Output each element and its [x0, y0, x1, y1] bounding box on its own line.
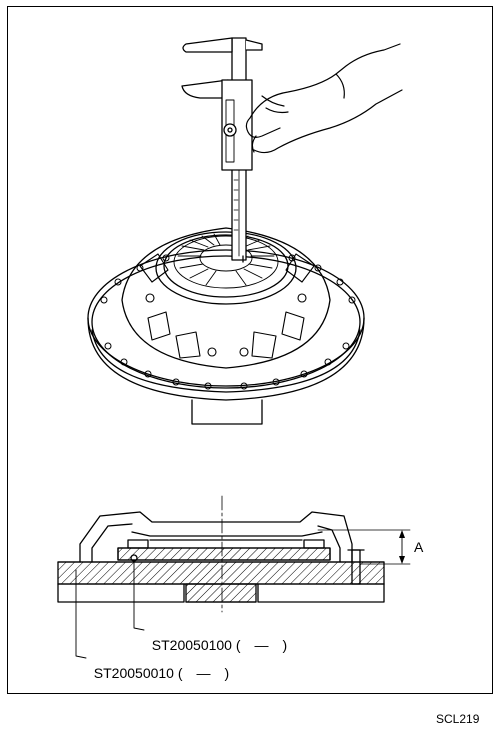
- figure-frame: [7, 6, 493, 694]
- tool-code: ST20050100 (: [151, 637, 241, 653]
- dimension-label-a: A: [414, 539, 424, 555]
- cover-cutouts: [139, 253, 315, 359]
- diaphragm-spring-fingers: [173, 233, 279, 289]
- tool-label-st20050100: ST20050100 ( —): [144, 624, 287, 652]
- tool-close-paren: ): [282, 637, 288, 653]
- hand-holding-caliper: [245, 43, 403, 154]
- tool-label-st20050010: ST20050010 ( —): [86, 652, 229, 680]
- tool-dash: —: [254, 637, 269, 653]
- cross-section-view: [57, 495, 411, 659]
- tool-code: ST20050010 (: [93, 665, 183, 681]
- tool-dash: —: [196, 665, 211, 681]
- figure-code: SCL219: [436, 712, 480, 726]
- clutch-cover-illustration: [87, 227, 365, 425]
- vernier-caliper: [181, 37, 263, 263]
- tool-close-paren: ): [224, 665, 230, 681]
